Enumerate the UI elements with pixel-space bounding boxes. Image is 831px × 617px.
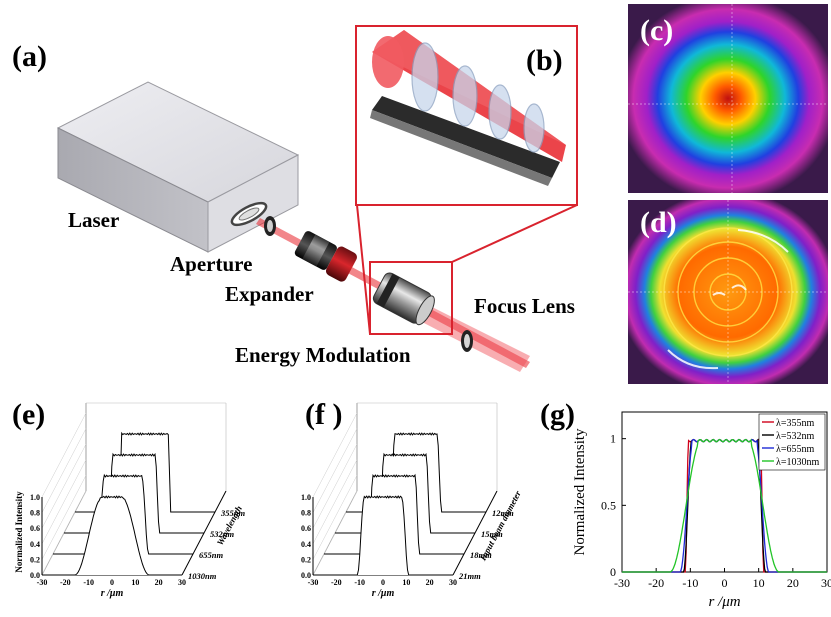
series-depth-label: 15mm bbox=[481, 529, 503, 539]
series-depth-label: 1030nm bbox=[188, 571, 217, 581]
series-depth-label: 655nm bbox=[199, 550, 223, 560]
label-focus-lens: Focus Lens bbox=[474, 294, 575, 318]
y-tick-label: 0.4 bbox=[30, 540, 40, 549]
laser-body bbox=[56, 81, 300, 253]
aperture bbox=[264, 216, 276, 236]
series-depth-label: 21mm bbox=[458, 571, 481, 581]
y-tick-label: 0.8 bbox=[301, 509, 311, 518]
x-tick-label: 0 bbox=[722, 576, 728, 590]
y-tick-label: 1.0 bbox=[301, 493, 311, 502]
panel-label-f: (f ) bbox=[305, 398, 343, 431]
y-gridline bbox=[312, 428, 358, 513]
x-tick-label: -10 bbox=[83, 578, 94, 587]
label-expander: Expander bbox=[225, 282, 314, 306]
beam-profile-c bbox=[628, 4, 828, 193]
x-tick-label: 10 bbox=[131, 578, 139, 587]
y-tick-label: 0.4 bbox=[301, 540, 311, 549]
y-gridline bbox=[312, 459, 358, 544]
series-depth-label: 355nm bbox=[220, 508, 245, 518]
x-tick-label: -20 bbox=[331, 578, 342, 587]
chart-g-wavelength-overlay: -30 -20 -10 0 10 20 30 0 0.5 1 r /μm Normalized Int… bbox=[572, 411, 831, 610]
series-line bbox=[313, 495, 453, 576]
depth-axis-label: Input beam diameter bbox=[477, 489, 523, 563]
series-line bbox=[42, 495, 182, 576]
inset-b bbox=[355, 25, 578, 206]
zoom-indicator bbox=[356, 204, 578, 335]
y-tick-label: 0.6 bbox=[30, 524, 40, 533]
legend-entry: λ=355nm bbox=[776, 418, 814, 429]
x-tick-label: 10 bbox=[402, 578, 410, 587]
series-depth-label: 18mm bbox=[470, 550, 492, 560]
y-gridline bbox=[41, 475, 87, 560]
y-tick-label: 0.6 bbox=[301, 524, 311, 533]
series-line bbox=[64, 452, 204, 534]
x-tick-label: -30 bbox=[308, 578, 319, 587]
x-axis-label: r /μm bbox=[372, 588, 395, 599]
y-gridline bbox=[41, 459, 87, 544]
x-axis-label: r /μm bbox=[101, 588, 124, 599]
y-gridline bbox=[41, 412, 87, 498]
panel-label-e: (e) bbox=[12, 398, 46, 431]
y-tick-label: 0.2 bbox=[301, 555, 311, 564]
x-tick-label: 10 bbox=[753, 576, 765, 590]
label-energy-modulation: Energy Modulation bbox=[235, 343, 411, 367]
series-fill bbox=[313, 496, 453, 575]
beam-profile-d bbox=[628, 200, 828, 384]
x-axis-label: r /μm bbox=[708, 594, 740, 610]
y-gridline bbox=[41, 428, 87, 513]
x-tick-label: -30 bbox=[614, 576, 630, 590]
y-tick-label: 0.5 bbox=[601, 498, 616, 512]
y-gridline bbox=[312, 444, 358, 529]
x-tick-label: 20 bbox=[155, 578, 163, 587]
legend-entry: λ=655nm bbox=[776, 444, 814, 455]
chart-e-wavelength-waterfall: 0.0 0.2 0.4 0.6 0.8 1.0 -30 -20 -10 0 10 20 30 r /μm N… bbox=[14, 402, 245, 599]
x-tick-label: 0 bbox=[110, 578, 114, 587]
y-tick-label: 0 bbox=[610, 565, 616, 579]
x-tick-label: 20 bbox=[426, 578, 434, 587]
legend-entry: λ=532nm bbox=[776, 431, 814, 442]
x-tick-label: -30 bbox=[37, 578, 48, 587]
series-line bbox=[53, 473, 193, 555]
series-depth-label: 532nm bbox=[210, 529, 234, 539]
y-tick-label: 1 bbox=[610, 432, 616, 446]
y-axis-label: Normalized Intensity bbox=[572, 428, 588, 556]
x-tick-label: 0 bbox=[381, 578, 385, 587]
y-gridline bbox=[312, 412, 358, 498]
panel-label-d: (d) bbox=[640, 206, 677, 239]
series-depth-label: 12mm bbox=[492, 508, 514, 518]
series-line bbox=[622, 438, 827, 573]
expander bbox=[294, 231, 357, 282]
y-tick-label: 0.0 bbox=[30, 571, 40, 580]
series-line bbox=[324, 473, 464, 555]
x-tick-label: -20 bbox=[60, 578, 71, 587]
x-tick-label: 20 bbox=[787, 576, 799, 590]
series-fill bbox=[42, 496, 182, 575]
focus-lens bbox=[461, 330, 473, 352]
x-tick-label: 30 bbox=[821, 576, 831, 590]
panel-label-a: (a) bbox=[12, 40, 47, 73]
y-tick-label: 0.8 bbox=[30, 509, 40, 518]
panel-label-c: (c) bbox=[640, 14, 674, 47]
x-tick-label: 30 bbox=[178, 578, 186, 587]
y-gridline bbox=[312, 475, 358, 560]
panel-label-g: (g) bbox=[540, 398, 575, 431]
legend-entry: λ=1030nm bbox=[776, 457, 819, 468]
x-tick-label: -10 bbox=[354, 578, 365, 587]
x-tick-label: -20 bbox=[648, 576, 664, 590]
y-tick-label: 1.0 bbox=[30, 493, 40, 502]
y-tick-label: 0.0 bbox=[301, 571, 311, 580]
y-gridline bbox=[41, 444, 87, 529]
setup-schematic bbox=[56, 25, 578, 372]
y-tick-label: 0.2 bbox=[30, 555, 40, 564]
label-aperture: Aperture bbox=[170, 252, 253, 276]
y-axis-label: Normalized Intensity bbox=[14, 491, 24, 573]
energy-modulation-module bbox=[372, 272, 435, 326]
label-laser: Laser bbox=[68, 208, 120, 232]
series-line bbox=[335, 452, 475, 534]
x-tick-label: 30 bbox=[449, 578, 457, 587]
panel-label-b: (b) bbox=[526, 44, 563, 77]
x-tick-label: -10 bbox=[682, 576, 698, 590]
